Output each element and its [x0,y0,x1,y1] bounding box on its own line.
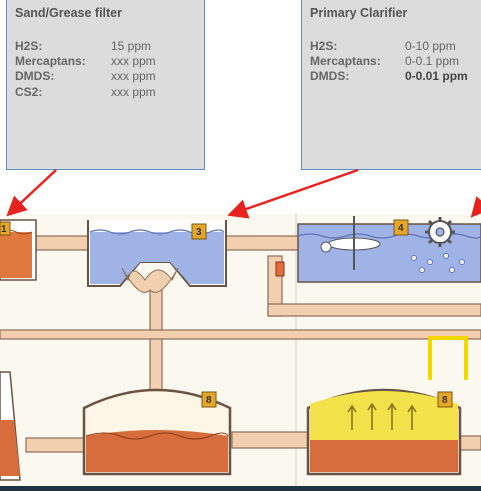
badge-1: 1 [0,221,11,236]
dmds-value: 0-0.01 ppm [405,69,468,83]
cs2-label: CS2: [15,85,43,99]
badge-4: 4 [393,219,409,236]
clarifier-tank [297,216,481,283]
gear-icon [425,217,455,247]
sand-grease-filter-title: Sand/Grease filter [15,6,122,20]
svg-text:1: 1 [1,224,7,235]
arrow-to-tank-3 [227,168,359,219]
h2s-label: H2S: [310,39,338,53]
mercaptans-value: xxx ppm [111,54,156,68]
mercaptans-value: 0-0.1 ppm [405,54,460,68]
svg-text:4: 4 [398,223,404,234]
arrow-to-tank-1 [6,169,57,217]
digester-right [306,336,468,476]
svg-text:8: 8 [206,395,212,406]
mercaptans-label: Mercaptans: [15,54,86,68]
dmds-value: xxx ppm [111,69,156,83]
bottom-strip [0,486,481,491]
primary-clarifier-box: Primary Clarifier H2S: 0-10 ppm Mercapta… [301,0,481,170]
svg-text:3: 3 [196,227,202,238]
arrow-to-tank-4 [470,196,481,218]
dmds-label: DMDS: [310,69,350,83]
h2s-value: 15 ppm [111,39,152,53]
h2s-value: 0-10 ppm [405,39,456,53]
svg-text:8: 8 [442,395,448,406]
primary-clarifier-title: Primary Clarifier [310,6,408,20]
badge-8-right: 8 [437,391,453,408]
sludge-container-left [0,371,21,481]
h2s-label: H2S: [15,39,43,53]
dmds-label: DMDS: [15,69,55,83]
badge-8-left: 8 [201,391,217,408]
sand-grease-filter-box: Sand/Grease filter H2S: 15 ppm Mercaptan… [6,0,205,170]
digester-left [82,388,232,476]
valve-icon [275,261,285,277]
badge-3: 3 [191,223,207,240]
cs2-value: xxx ppm [111,85,156,99]
mercaptans-label: Mercaptans: [310,54,381,68]
